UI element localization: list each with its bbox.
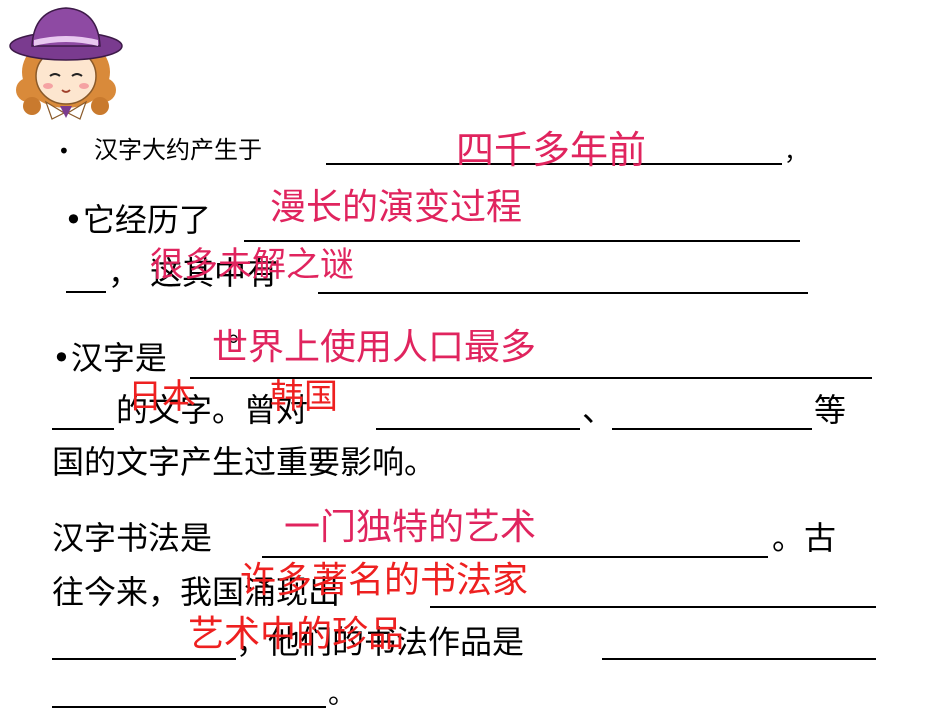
q4-line4-text: 。 [328,677,357,710]
q2-answer1-text: 漫长的演变过程 [270,187,523,228]
cartoon-girl-with-purple-hat-icon [9,7,123,120]
q2-line2-comma: ， [108,254,141,292]
q1-prefix-text: 汉字大约产生于 [94,136,262,164]
q1-answer-blank[interactable] [326,163,782,165]
q4-answer1-blank[interactable] [262,556,768,558]
q4-answer3-text: 艺术中的珍品 [188,614,405,655]
q3-answer2-text: 日本 [128,377,196,417]
q2-line2-text: 这其中有 [150,254,279,292]
q3-line2-end: 等 [814,391,847,429]
q3-answer3-blank[interactable] [612,428,812,430]
q4-line1-text: 汉字书法是 [52,519,213,557]
q4-line1-end: 。古 [772,519,837,557]
q3-answer2-blank[interactable] [376,428,580,430]
q4-line2-text: 往今来，我国涌现出 [52,573,341,611]
q4-answer2-blank-b[interactable] [52,658,236,660]
q2-line1-text: •它经历了 [64,204,211,236]
q3-answer1-blank-a[interactable] [190,377,872,379]
q3-line2-text: 的文字。曾对 [116,391,309,429]
q3-answer1-text: 世界上使用人口最多 [212,327,537,368]
q2-answer2-text: 很多未解之谜 [150,245,354,285]
q1-suffix-text: ， [784,138,808,166]
q4-answer3-blank-b[interactable] [52,706,326,708]
bullet: • [58,139,70,163]
q1-answer-text: 四千多年前 [456,128,647,172]
q2-answer2-blank[interactable] [318,292,808,294]
q3-line1-label: 汉字是 [70,339,167,377]
q3-line3-text: 国的文字产生过重要影响。 [52,443,437,481]
q2-line3-text: 。 [228,315,257,348]
q3-answer1-blank-b[interactable] [52,428,114,430]
q3-answer3-text: 韩国 [270,377,338,417]
q4-line3-text: ，他们的书法作品是 [236,623,525,661]
bullet: • [64,201,83,239]
q2-answer1-blank-b[interactable] [66,291,106,293]
q3-line2-sep: 、 [582,391,615,429]
q2-line1-label: 它经历了 [82,201,211,239]
q4-answer2-text: 许多著名的书法家 [240,560,529,601]
q4-answer1-text: 一门独特的艺术 [284,507,537,548]
q2-answer1-blank-a[interactable] [244,240,800,242]
q4-answer2-blank-a[interactable] [430,606,876,608]
bullet: • [52,339,71,377]
q3-line1-text: •汉字是 [52,342,167,374]
q4-answer3-blank-a[interactable] [602,658,876,660]
